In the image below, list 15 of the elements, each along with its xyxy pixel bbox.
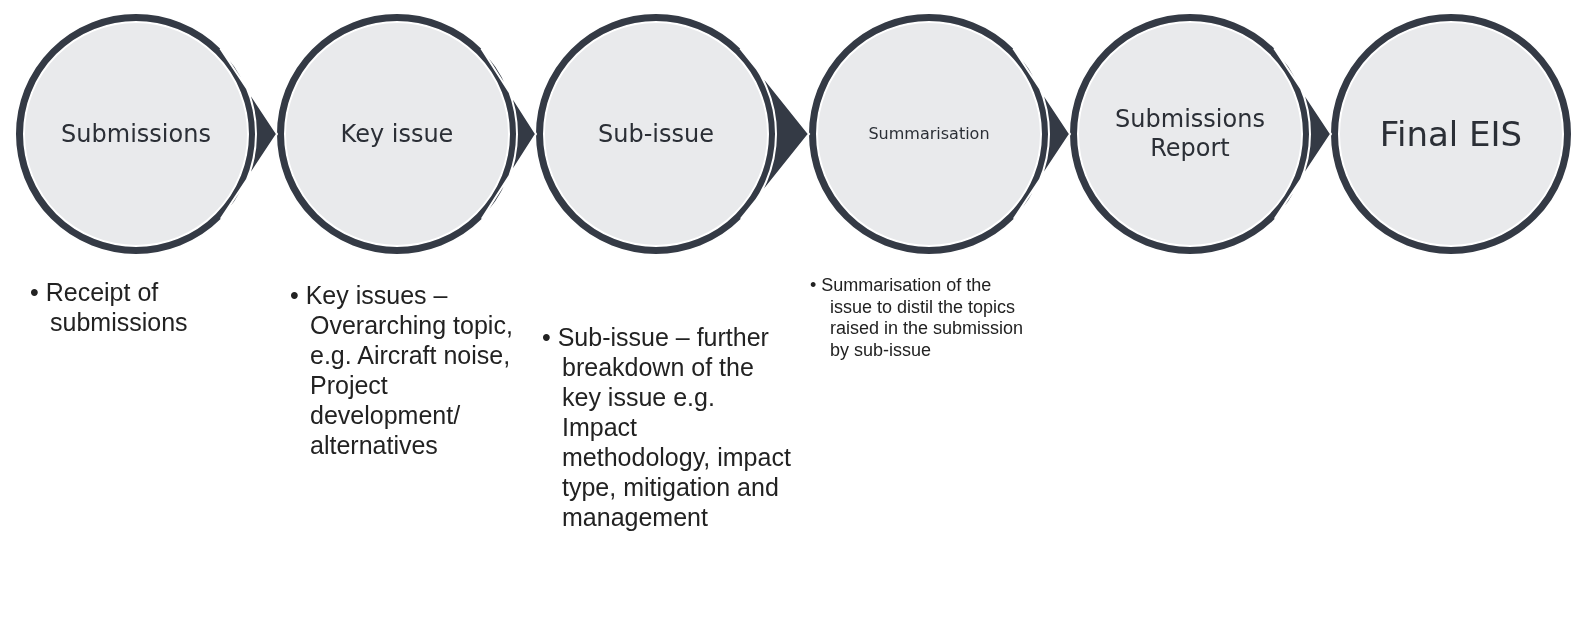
step-label: Submissions xyxy=(61,119,211,149)
arrow xyxy=(480,48,537,220)
bullet-note: • Key issues – Overarching topic, e.g. Aircraft noise, Project development/ alternatives xyxy=(290,280,514,460)
step-label: Sub-issue xyxy=(598,119,714,149)
step-label: Final EIS xyxy=(1379,113,1523,155)
bullet-note: • Summarisation of the issue to distil the topics raised in the submission by sub-issue xyxy=(810,275,1025,362)
arrow xyxy=(739,48,810,220)
arrow xyxy=(1273,48,1332,220)
bullet-note: • Receipt of submissions xyxy=(30,277,189,337)
step-label: Key issue xyxy=(340,119,454,149)
step-label: Submissions Report xyxy=(1115,105,1265,163)
step-label: Summarisation xyxy=(868,124,990,144)
arrow xyxy=(1012,48,1071,220)
bullet-note: • Sub-issue – further breakdown of the key issue e.g. Impact methodology, impact type, mitigation and management xyxy=(542,322,792,532)
arrow xyxy=(219,48,278,220)
